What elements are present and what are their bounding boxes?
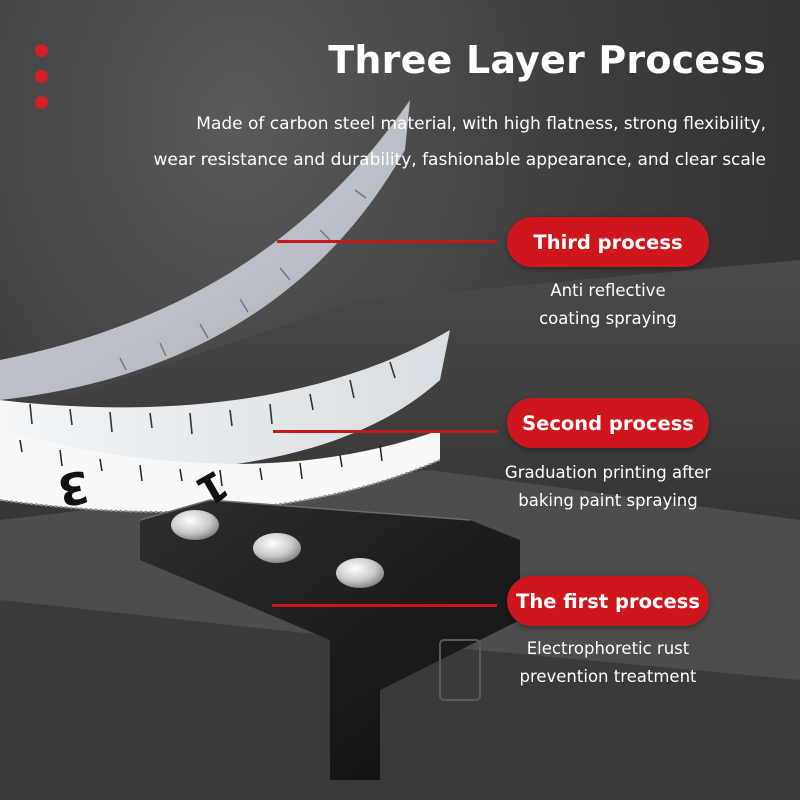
decor-dot [35, 96, 48, 109]
leader-line-second [273, 430, 498, 433]
second-process-desc-line-2: baking paint spraying [518, 491, 698, 510]
third-process-badge: Third process [507, 217, 709, 267]
decor-dots [35, 44, 48, 122]
subtitle-line-1: Made of carbon steel material, with high… [196, 114, 766, 134]
decor-dot [35, 44, 48, 57]
third-process-desc-line-1: Anti reflective [550, 281, 666, 300]
first-process-desc-line-1: Electrophoretic rust [526, 639, 690, 658]
leader-line-first [272, 604, 497, 607]
third-process-desc-line-2: coating spraying [539, 309, 677, 328]
subtitle: Made of carbon steel material, with high… [153, 106, 766, 178]
leader-line-third [277, 240, 497, 243]
decor-dot [35, 70, 48, 83]
second-process-desc-line-1: Graduation printing after [504, 463, 712, 482]
page-title: Three Layer Process [328, 38, 766, 82]
second-process-description: Graduation printing after baking paint s… [470, 459, 746, 515]
first-process-description: Electrophoretic rust prevention treatmen… [470, 635, 746, 691]
first-process-desc-line-2: prevention treatment [519, 667, 697, 686]
third-process-description: Anti reflective coating spraying [470, 277, 746, 333]
subtitle-line-2: wear resistance and durability, fashiona… [153, 150, 766, 170]
first-process-badge: The first process [507, 576, 709, 626]
second-process-badge: Second process [507, 398, 709, 448]
